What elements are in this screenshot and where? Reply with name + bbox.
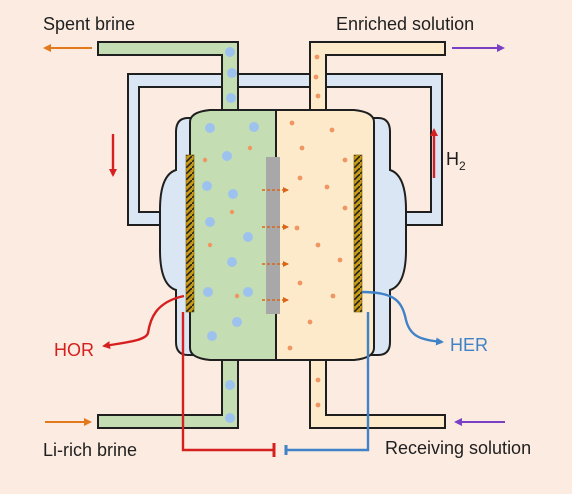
her-label: HER	[450, 335, 488, 355]
blue-circuit-wire	[286, 312, 370, 452]
right-electrode	[353, 154, 363, 313]
her-arrow	[361, 290, 444, 346]
red-circuit-wire	[181, 312, 274, 452]
ion-transport-arrows	[262, 187, 289, 303]
hor-arrow	[102, 294, 185, 350]
brine-inlet-pipe	[97, 351, 239, 429]
receiving-chamber	[275, 109, 375, 361]
li-rich-brine-label: Li-rich brine	[43, 440, 137, 460]
left-electrode	[185, 154, 195, 313]
enriched-solution-label: Enriched solution	[336, 14, 474, 34]
hor-label: HOR	[54, 340, 94, 360]
proton-dots	[202, 54, 348, 408]
receiving-inlet-pipe	[309, 351, 446, 429]
spent-brine-label: Spent brine	[43, 14, 135, 34]
receiving-solution-label: Receiving solution	[385, 438, 531, 458]
h2-label: H2	[446, 149, 466, 173]
h2-subscript: 2	[459, 159, 466, 173]
lithium-ions	[202, 47, 259, 423]
membrane	[266, 157, 280, 314]
h2-main: H	[446, 149, 459, 169]
